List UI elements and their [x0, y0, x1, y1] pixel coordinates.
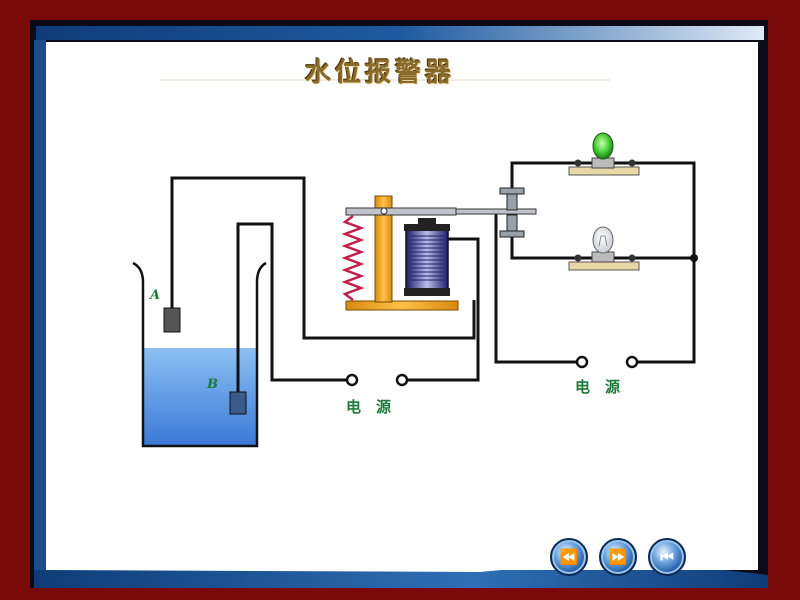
electrode-b: [229, 391, 247, 415]
electrode-b-label: B: [206, 377, 218, 392]
green-lamp: [568, 132, 640, 176]
power-terminals: [345, 355, 639, 387]
next-icon[interactable]: ⏩: [599, 538, 637, 576]
first-icon[interactable]: ⏮: [648, 538, 686, 576]
clear-lamp: [568, 226, 640, 271]
switch-contacts: [499, 187, 525, 238]
electrode-a: [163, 307, 181, 333]
prev-icon[interactable]: ⏪: [550, 538, 588, 576]
circuit-wires: [170, 161, 696, 393]
spring: [341, 215, 365, 301]
coil: [405, 227, 449, 291]
electrode-a-label: A: [148, 288, 160, 303]
page-title: 水位报警器: [304, 58, 455, 88]
power-label-left: 电 源: [346, 398, 391, 416]
power-label-right: 电 源: [575, 378, 620, 396]
relay: [341, 195, 537, 311]
